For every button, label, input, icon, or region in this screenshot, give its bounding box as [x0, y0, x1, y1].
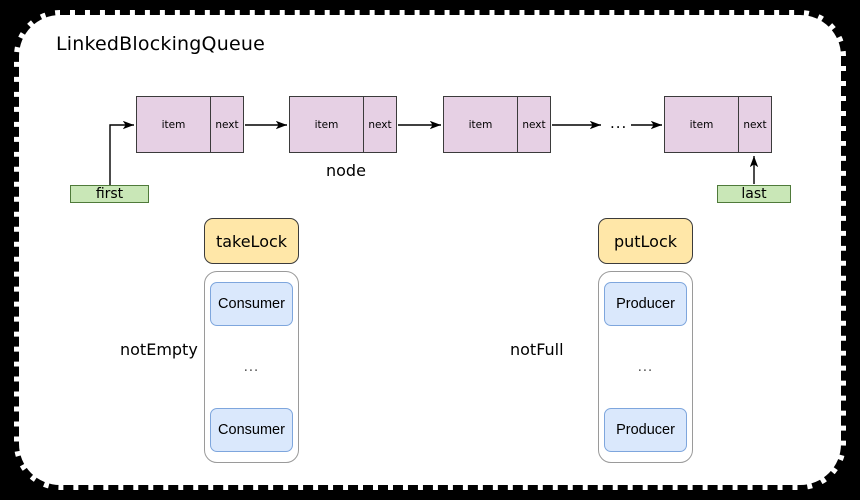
- node-item-cell: item: [468, 118, 493, 131]
- node-item-cell: item: [314, 118, 339, 131]
- list-node-4: item next: [664, 96, 772, 153]
- list-node-2: item next: [289, 96, 397, 153]
- node-item-cell: item: [161, 118, 186, 131]
- list-ellipsis: ...: [610, 114, 628, 132]
- node-next-cell: next: [517, 97, 550, 152]
- waiter-producer-top: Producer: [604, 282, 687, 326]
- list-node-3: item next: [443, 96, 551, 153]
- pointer-last: last: [717, 185, 791, 203]
- condition-not-empty-label: notEmpty: [120, 340, 198, 359]
- waiter-consumer-top: Consumer: [210, 282, 293, 326]
- condition-not-full-label: notFull: [510, 340, 564, 359]
- list-node-1: item next: [136, 96, 244, 153]
- take-lock: takeLock: [204, 218, 299, 264]
- producer-wait-queue: Producer ... Producer: [598, 271, 693, 463]
- waiter-producer-bottom: Producer: [604, 408, 687, 452]
- node-next-cell: next: [738, 97, 771, 152]
- node-item-cell: item: [689, 118, 714, 131]
- consumer-wait-queue: Consumer ... Consumer: [204, 271, 299, 463]
- pointer-first: first: [70, 185, 149, 203]
- node-caption: node: [326, 161, 366, 180]
- page-title: LinkedBlockingQueue: [56, 33, 265, 55]
- waiter-ellipsis: ...: [637, 359, 654, 375]
- linkedblockingqueue-panel: [14, 10, 846, 490]
- node-next-cell: next: [210, 97, 243, 152]
- node-next-cell: next: [363, 97, 396, 152]
- put-lock: putLock: [598, 218, 693, 264]
- waiter-ellipsis: ...: [243, 359, 260, 375]
- waiter-consumer-bottom: Consumer: [210, 408, 293, 452]
